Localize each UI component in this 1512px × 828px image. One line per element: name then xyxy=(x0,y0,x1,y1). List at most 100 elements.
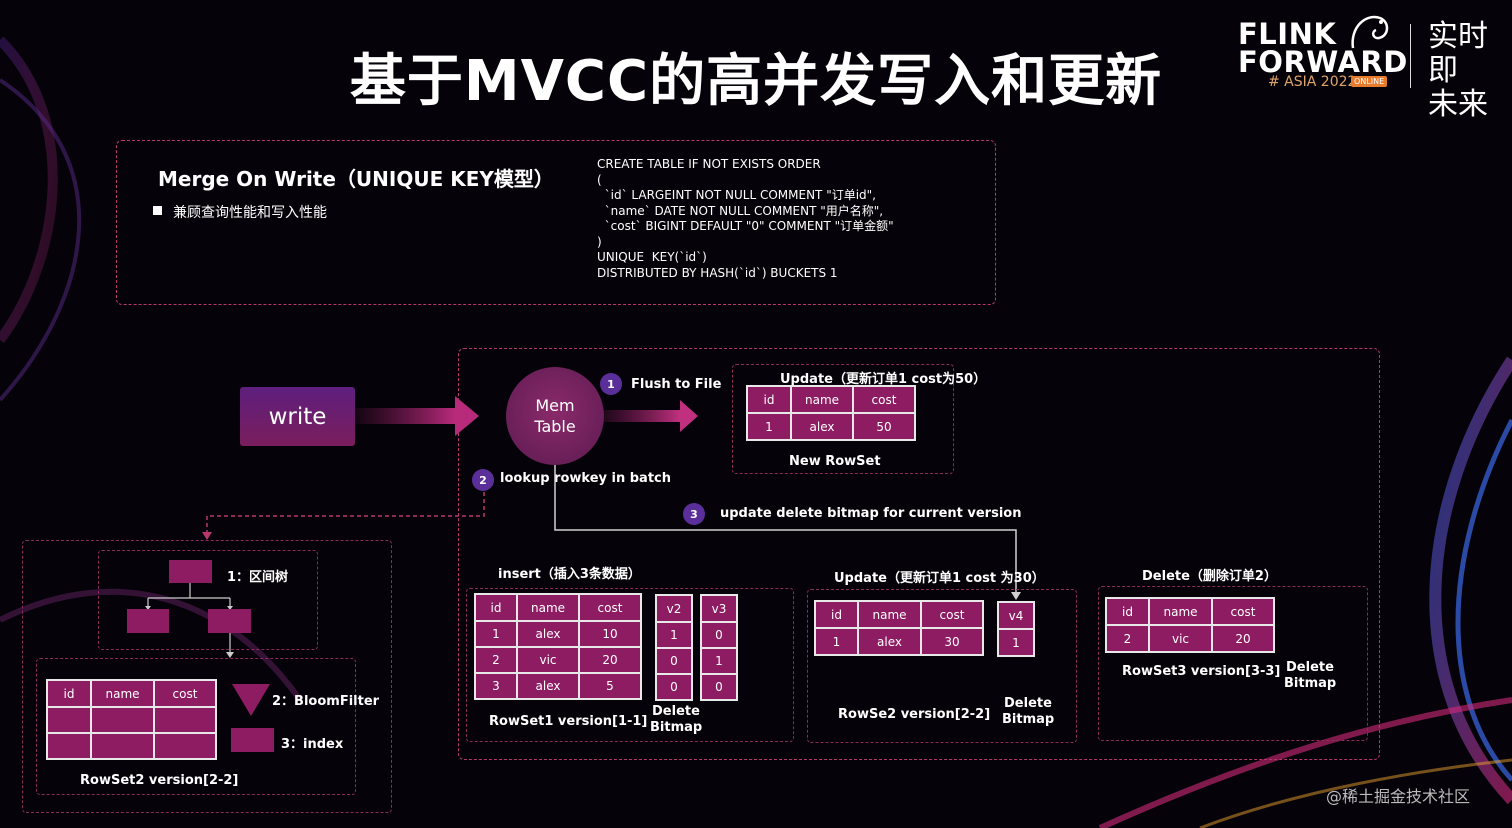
update30-bitmap-label-1: Delete xyxy=(1004,696,1052,711)
sql-code: CREATE TABLE IF NOT EXISTS ORDER ( `id` … xyxy=(597,157,894,280)
bitmap-cell: v4 xyxy=(997,601,1035,630)
table-header: name xyxy=(857,600,922,629)
insert-table: id name cost 1 alex 10 2 vic 20 3 alex 5 xyxy=(474,593,642,700)
flink-forward-logo: FLINK FORWARD xyxy=(1238,17,1408,79)
update30-bitmap-label-2: Bitmap xyxy=(1002,712,1055,727)
table-header: name xyxy=(1148,597,1213,626)
bitmap-cell: v2 xyxy=(655,594,693,623)
tree-label: 1：区间树 xyxy=(227,570,289,585)
logo-online-badge: ONLINE xyxy=(1351,76,1388,87)
bitmap-cell: 1 xyxy=(700,647,738,675)
top-panel xyxy=(116,140,996,305)
bitmap-cell: 1 xyxy=(997,628,1035,657)
logo-divider xyxy=(1410,24,1411,88)
delete-panel xyxy=(1098,586,1368,741)
table-header: id xyxy=(1105,597,1150,626)
page-title: 基于MVCC的高并发写入和更新 xyxy=(349,49,1163,114)
delete-caption: RowSet3 version[3-3] xyxy=(1122,664,1281,679)
table-header: cost xyxy=(578,593,642,622)
bitmap-v4: v4 1 xyxy=(997,601,1035,657)
update30-panel xyxy=(807,589,1077,743)
bullet-square-icon xyxy=(153,206,162,215)
delete-bitmap-label-1: Delete xyxy=(1286,660,1334,675)
logo-line2: FORWARD xyxy=(1238,45,1408,79)
logo-asia: # ASIA 2022 xyxy=(1268,74,1357,90)
update50-panel xyxy=(732,364,954,474)
update30-title: Update（更新订单1 cost 为30） xyxy=(834,571,1045,586)
index-rect-icon xyxy=(231,728,274,752)
table-cell: vic xyxy=(516,646,580,674)
table-cell: alex xyxy=(516,620,580,648)
table-cell: 1 xyxy=(474,620,518,648)
table-cell: 30 xyxy=(920,627,984,656)
table-cell: 5 xyxy=(578,672,642,700)
table-cell: 1 xyxy=(746,412,792,441)
logo-slogan: 实时即 未来 xyxy=(1428,20,1488,122)
tree-right-node xyxy=(208,609,251,633)
delete-title: Delete（删除订单2） xyxy=(1142,569,1277,584)
step3-badge: 3 xyxy=(683,503,705,525)
index-panel xyxy=(22,540,392,813)
table-cell xyxy=(90,706,155,734)
table-cell: alex xyxy=(516,672,580,700)
table-header: name xyxy=(790,385,854,414)
table-header: name xyxy=(516,593,580,622)
bloomfilter-label: 2：BloomFilter xyxy=(272,694,380,709)
table-header: cost xyxy=(920,600,984,629)
delete-bitmap-label-2: Bitmap xyxy=(1284,676,1337,691)
table-cell xyxy=(46,706,92,734)
table-header: id xyxy=(46,679,92,708)
insert-caption: RowSet1 version[1-1] xyxy=(489,714,648,729)
index-rowset-table: id name cost xyxy=(46,679,217,760)
table-cell: alex xyxy=(857,627,922,656)
bitmap-cell: 1 xyxy=(655,621,693,649)
bitmap-cell: 0 xyxy=(655,673,693,701)
insert-title: insert（插入3条数据） xyxy=(498,567,641,582)
bitmap-v2: v2 1 0 0 xyxy=(655,594,693,701)
bitmap-cell: 0 xyxy=(700,673,738,701)
logo-slogan-line2: 未来 xyxy=(1428,87,1488,122)
update30-caption: RowSe2 version[2-2] xyxy=(838,707,991,722)
table-cell xyxy=(90,732,155,760)
flush-arrow xyxy=(604,400,698,432)
table-cell xyxy=(46,732,92,760)
bitmap-cell: 0 xyxy=(655,647,693,675)
table-header: name xyxy=(90,679,155,708)
update50-caption: New RowSet xyxy=(789,454,881,469)
table-header: id xyxy=(814,600,859,629)
insert-bitmap-label-1: Delete xyxy=(652,704,700,719)
table-header: id xyxy=(746,385,792,414)
mem-table: Mem Table xyxy=(506,367,604,465)
update30-table: id name cost 1 alex 30 xyxy=(814,600,984,656)
rowset2-panel xyxy=(36,658,356,795)
step2-badge: 2 xyxy=(472,469,494,491)
bloomfilter-triangle-icon xyxy=(232,684,270,716)
table-header: id xyxy=(474,593,518,622)
step1-badge: 1 xyxy=(600,373,622,395)
bitmap-v3: v3 0 1 0 xyxy=(700,594,738,701)
table-cell: 20 xyxy=(1211,624,1275,653)
write-arrow xyxy=(355,396,479,436)
step1-label: Flush to File xyxy=(631,377,722,392)
squirrel-icon xyxy=(1351,15,1389,49)
table-header: cost xyxy=(852,385,916,414)
table-cell xyxy=(153,732,217,760)
index-rowset-caption: RowSet2 version[2-2] xyxy=(80,773,239,788)
table-cell: 20 xyxy=(578,646,642,674)
logo-line1: FLINK xyxy=(1238,17,1337,51)
step2-label: lookup rowkey in batch xyxy=(500,471,672,486)
tree-left-node xyxy=(127,609,169,633)
watermark: @稀土掘金技术社区 xyxy=(1326,787,1471,806)
update50-title: Update（更新订单1 cost为50） xyxy=(780,372,987,387)
table-cell: 2 xyxy=(474,646,518,674)
delete-table: id name cost 2 vic 20 xyxy=(1105,597,1275,653)
logo-slogan-line1: 实时即 xyxy=(1428,19,1488,88)
table-header: cost xyxy=(1211,597,1275,626)
mem-table-label-2: Table xyxy=(534,417,576,436)
tree-panel xyxy=(98,550,318,650)
table-cell xyxy=(153,706,217,734)
table-cell: 10 xyxy=(578,620,642,648)
table-cell: vic xyxy=(1148,624,1213,653)
table-cell: 2 xyxy=(1105,624,1150,653)
